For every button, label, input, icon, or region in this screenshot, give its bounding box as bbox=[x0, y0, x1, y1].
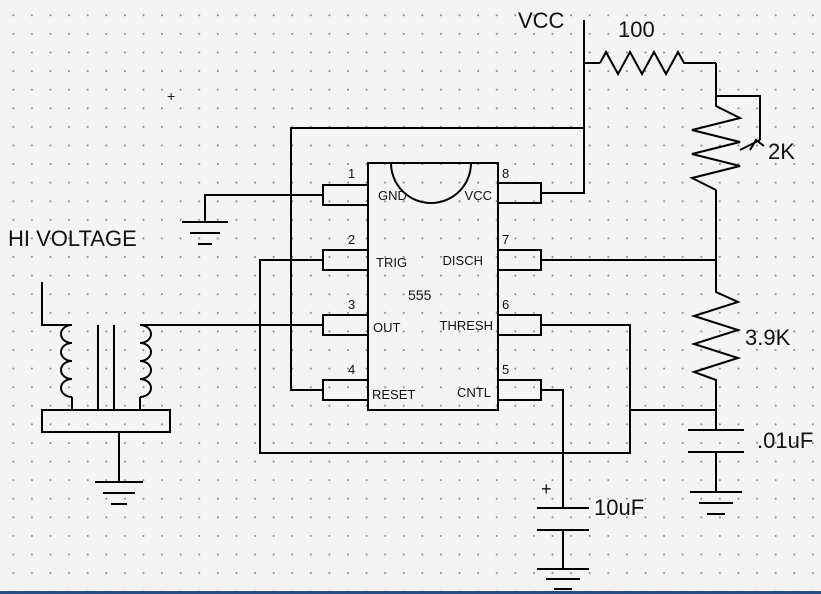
pin-5-number: 5 bbox=[502, 362, 509, 377]
resistor-100-label: 100 bbox=[618, 17, 655, 42]
pin-2-box bbox=[322, 249, 369, 271]
pin-8-number: 8 bbox=[502, 166, 509, 181]
capacitor-10uf-label: 10uF bbox=[594, 495, 644, 520]
pin-7-name: DISCH bbox=[443, 253, 483, 268]
hi-voltage-label: HI VOLTAGE bbox=[8, 226, 137, 251]
crosshair-marker: + bbox=[167, 88, 175, 104]
ground-symbol-10uf bbox=[537, 568, 589, 590]
pin-5-box bbox=[497, 379, 542, 401]
pin-1-number: 1 bbox=[348, 166, 355, 181]
potentiometer-2k[interactable] bbox=[689, 95, 765, 191]
pin-7-box bbox=[497, 249, 542, 271]
pin-5-name: CNTL bbox=[457, 385, 491, 400]
ic-body bbox=[367, 162, 499, 411]
chip-name: 555 bbox=[408, 287, 432, 303]
resistor-100 bbox=[599, 49, 716, 77]
pin-2-number: 2 bbox=[348, 232, 355, 247]
pin-6-box bbox=[497, 314, 542, 336]
pin-3-box bbox=[322, 314, 369, 336]
potentiometer-2k-label: 2K bbox=[768, 139, 795, 164]
capacitor-001uf[interactable] bbox=[688, 429, 744, 453]
transformer[interactable] bbox=[41, 282, 171, 482]
resistor-3-9k[interactable] bbox=[690, 285, 742, 387]
pin-2-name: TRIG bbox=[376, 255, 407, 270]
trig-wire bbox=[259, 259, 631, 454]
pin-7-number: 7 bbox=[502, 232, 509, 247]
pin-6-number: 6 bbox=[502, 297, 509, 312]
capacitor-polarity-plus: + bbox=[541, 479, 552, 499]
vcc-rail-wire bbox=[541, 20, 585, 194]
thresh-wire bbox=[541, 324, 716, 411]
pin-6-name: THRESH bbox=[440, 318, 493, 333]
resistor-3-9k-label: 3.9K bbox=[745, 325, 791, 350]
pin-3-name: OUT bbox=[373, 320, 401, 335]
pin-1-box bbox=[322, 184, 369, 206]
pin-3-number: 3 bbox=[348, 297, 355, 312]
pin-4-name: RESET bbox=[372, 387, 415, 402]
capacitor-10uf[interactable] bbox=[537, 507, 589, 531]
ground-symbol-pin1 bbox=[182, 221, 228, 245]
pin-8-name: VCC bbox=[465, 188, 492, 203]
pin-8-box bbox=[497, 182, 542, 204]
pin-4-box bbox=[322, 379, 369, 401]
capacitor-001uf-label: .01uF bbox=[757, 428, 813, 453]
pin-1-name: GND bbox=[378, 188, 407, 203]
wires bbox=[150, 20, 717, 569]
ground-symbol-transformer bbox=[95, 481, 143, 505]
gnd-pin1-wire bbox=[204, 194, 323, 222]
vcc-label: VCC bbox=[518, 8, 565, 33]
ic-notch bbox=[390, 162, 472, 204]
ground-symbol-001uf bbox=[690, 491, 742, 515]
cntl-wire bbox=[541, 389, 564, 508]
status-bar-edge bbox=[0, 591, 821, 594]
pin-4-number: 4 bbox=[348, 362, 355, 377]
